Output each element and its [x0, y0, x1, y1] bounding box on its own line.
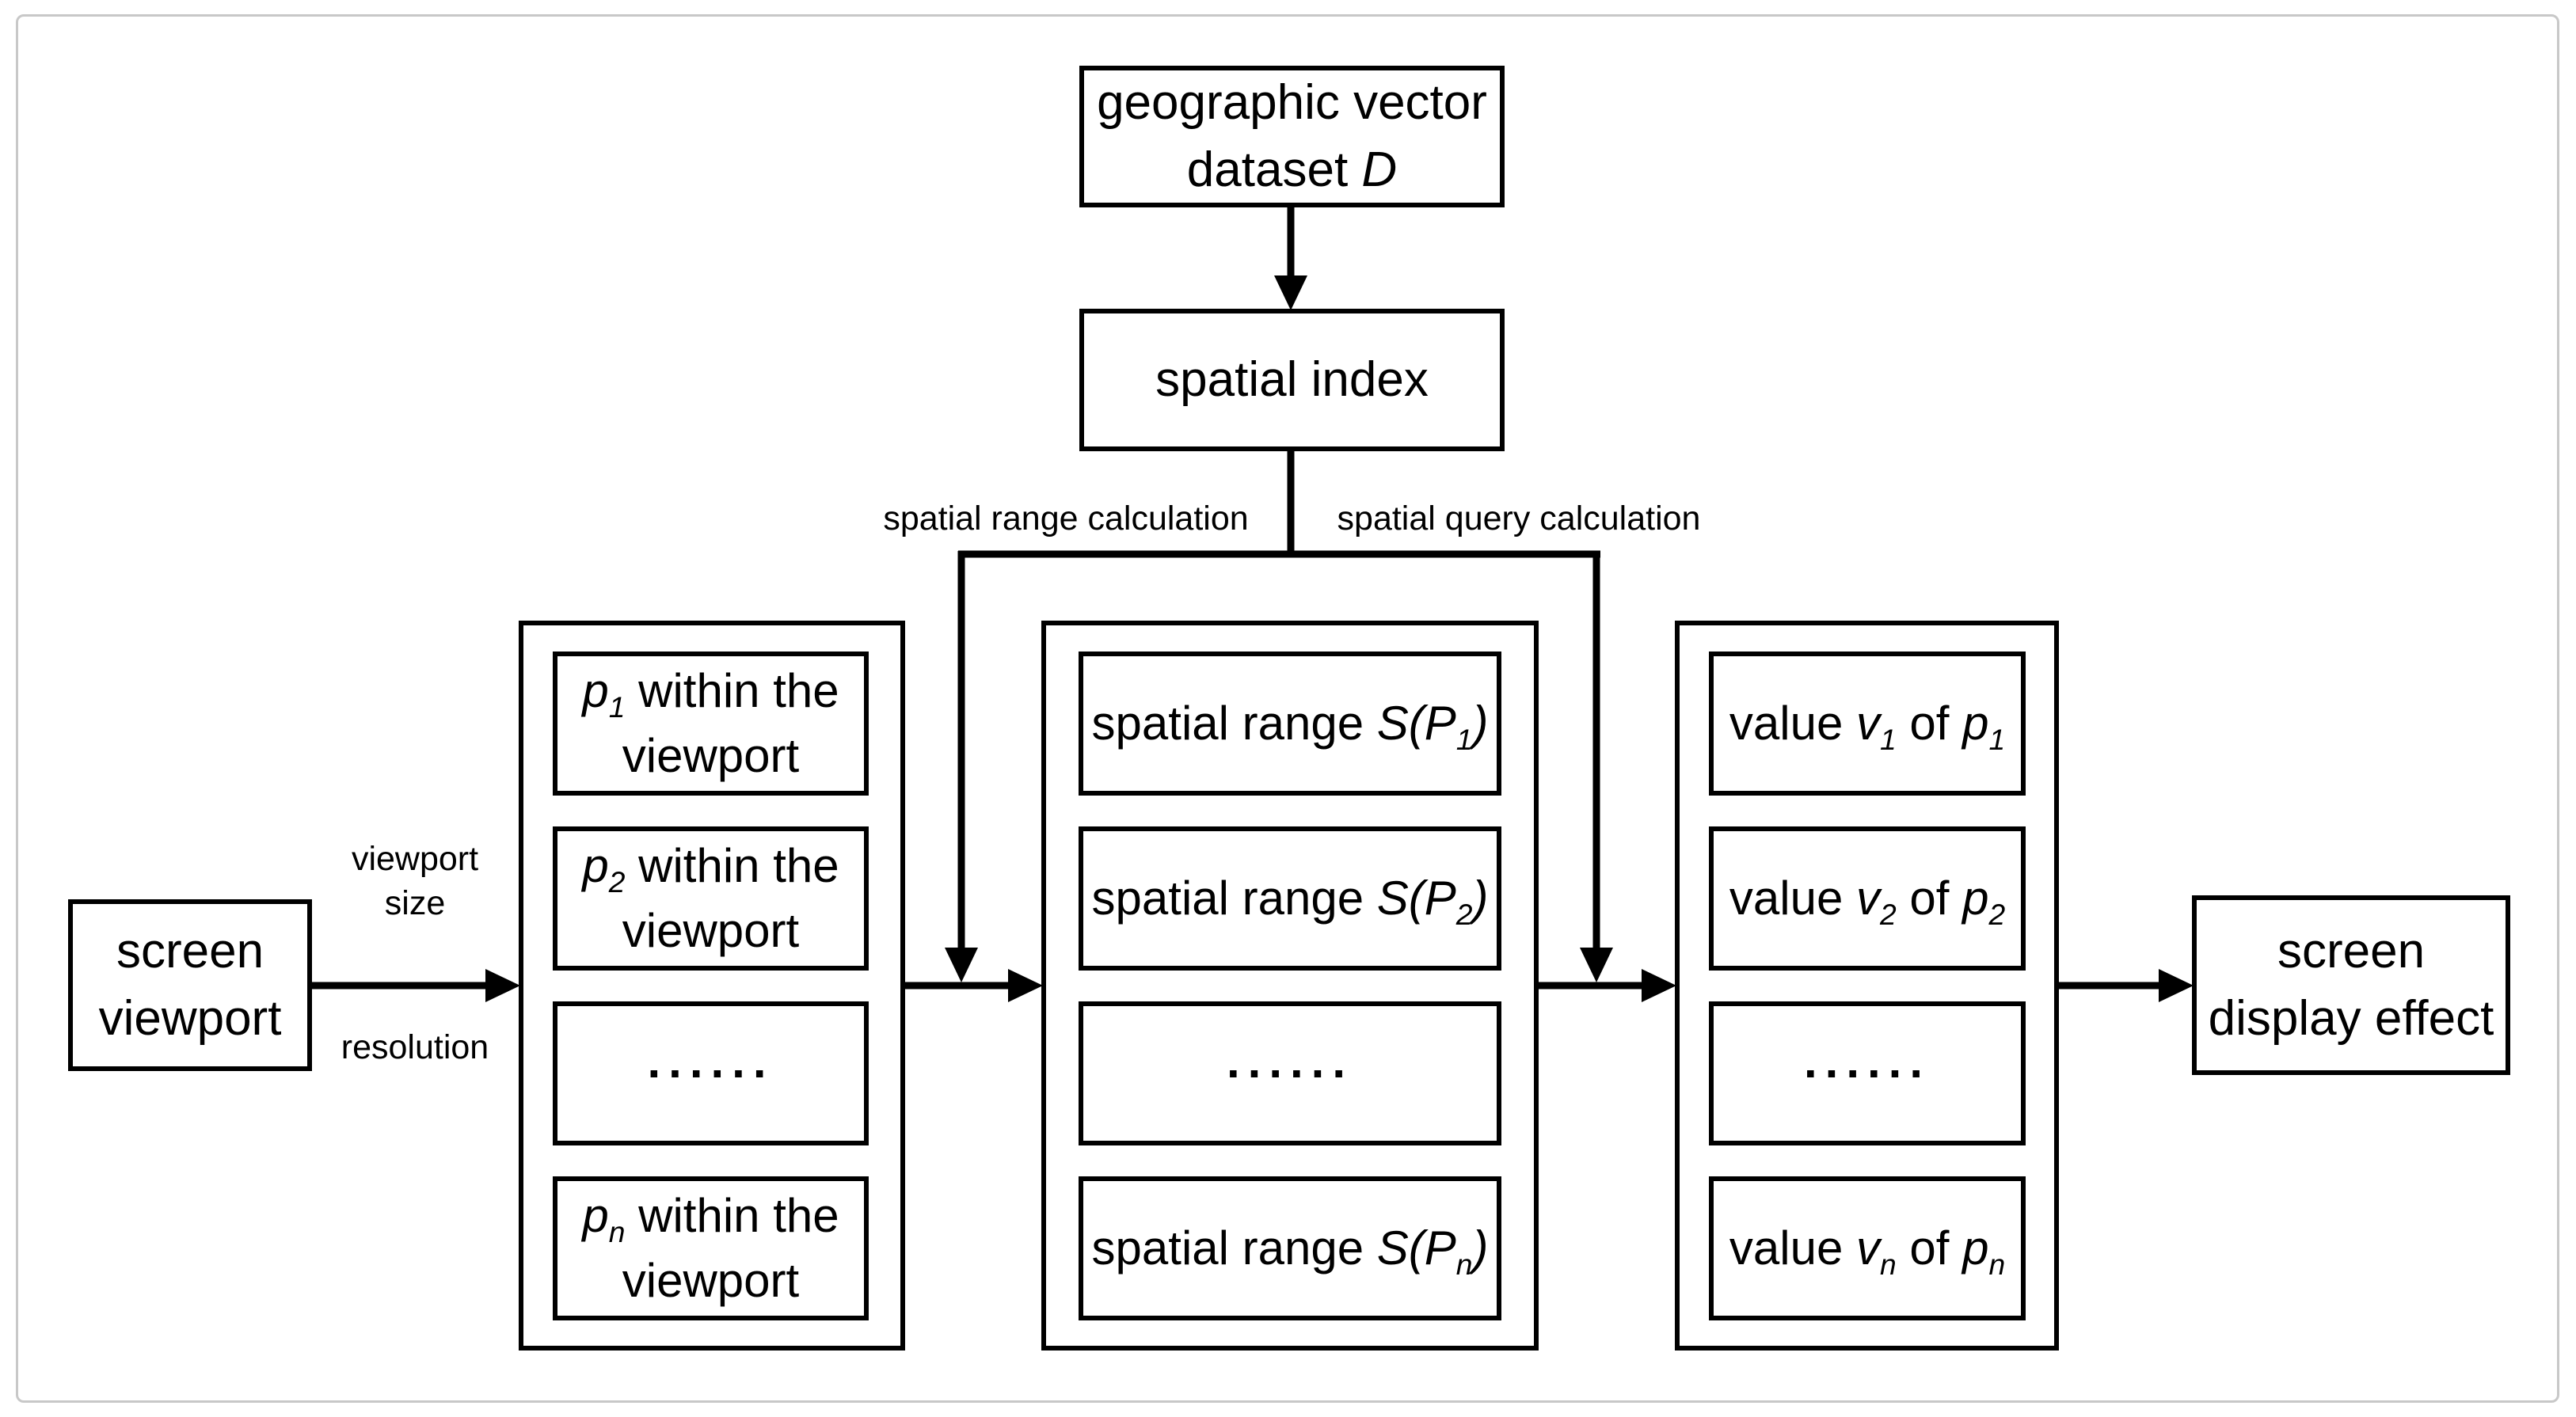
- box-spatial-range-s-p2: spatial range S(P2): [1079, 826, 1501, 971]
- label-viewport-size: viewport size: [351, 840, 479, 922]
- node-spatial-index: spatial index: [1079, 309, 1505, 451]
- arrowhead-right-col1: [485, 969, 520, 1002]
- arrowhead-right-display: [2159, 969, 2194, 1002]
- label-spatial-query-calculation: spatial query calculation: [1337, 500, 1701, 538]
- arrowhead-right-col2: [1008, 969, 1043, 1002]
- arrowhead-right-col3: [1642, 969, 1676, 1002]
- arrowhead-down-left-branch: [945, 948, 978, 982]
- box-pn-within-viewport: pn within the viewport: [553, 1176, 869, 1320]
- box-spatial-ranges-ellipsis: ......: [1079, 1001, 1501, 1145]
- arrowhead-down-right-branch: [1580, 948, 1613, 982]
- box-spatial-range-s-pn: spatial range S(Pn): [1079, 1176, 1501, 1320]
- outer-frame: [16, 14, 2559, 1403]
- box-viewport-points-ellipsis: ......: [553, 1001, 869, 1145]
- label-spatial-range-calculation: spatial range calculation: [883, 500, 1249, 538]
- box-p2-within-viewport: p2 within the viewport: [553, 826, 869, 971]
- box-p1-within-viewport: p1 within the viewport: [553, 652, 869, 796]
- box-spatial-range-s-p1: spatial range S(P1): [1079, 652, 1501, 796]
- box-value-vn-of-pn: value vn of pn: [1709, 1176, 2026, 1320]
- arrowhead-down-index: [1274, 275, 1307, 310]
- box-values-ellipsis: ......: [1709, 1001, 2026, 1145]
- node-screen-display-effect: screen display effect: [2192, 895, 2510, 1075]
- label-resolution: resolution: [341, 1028, 489, 1066]
- box-value-v2-of-p2: value v2 of p2: [1709, 826, 2026, 971]
- node-geographic-vector-dataset: geographic vector dataset D: [1079, 66, 1505, 207]
- box-value-v1-of-p1: value v1 of p1: [1709, 652, 2026, 796]
- node-screen-viewport: screen viewport: [68, 899, 312, 1071]
